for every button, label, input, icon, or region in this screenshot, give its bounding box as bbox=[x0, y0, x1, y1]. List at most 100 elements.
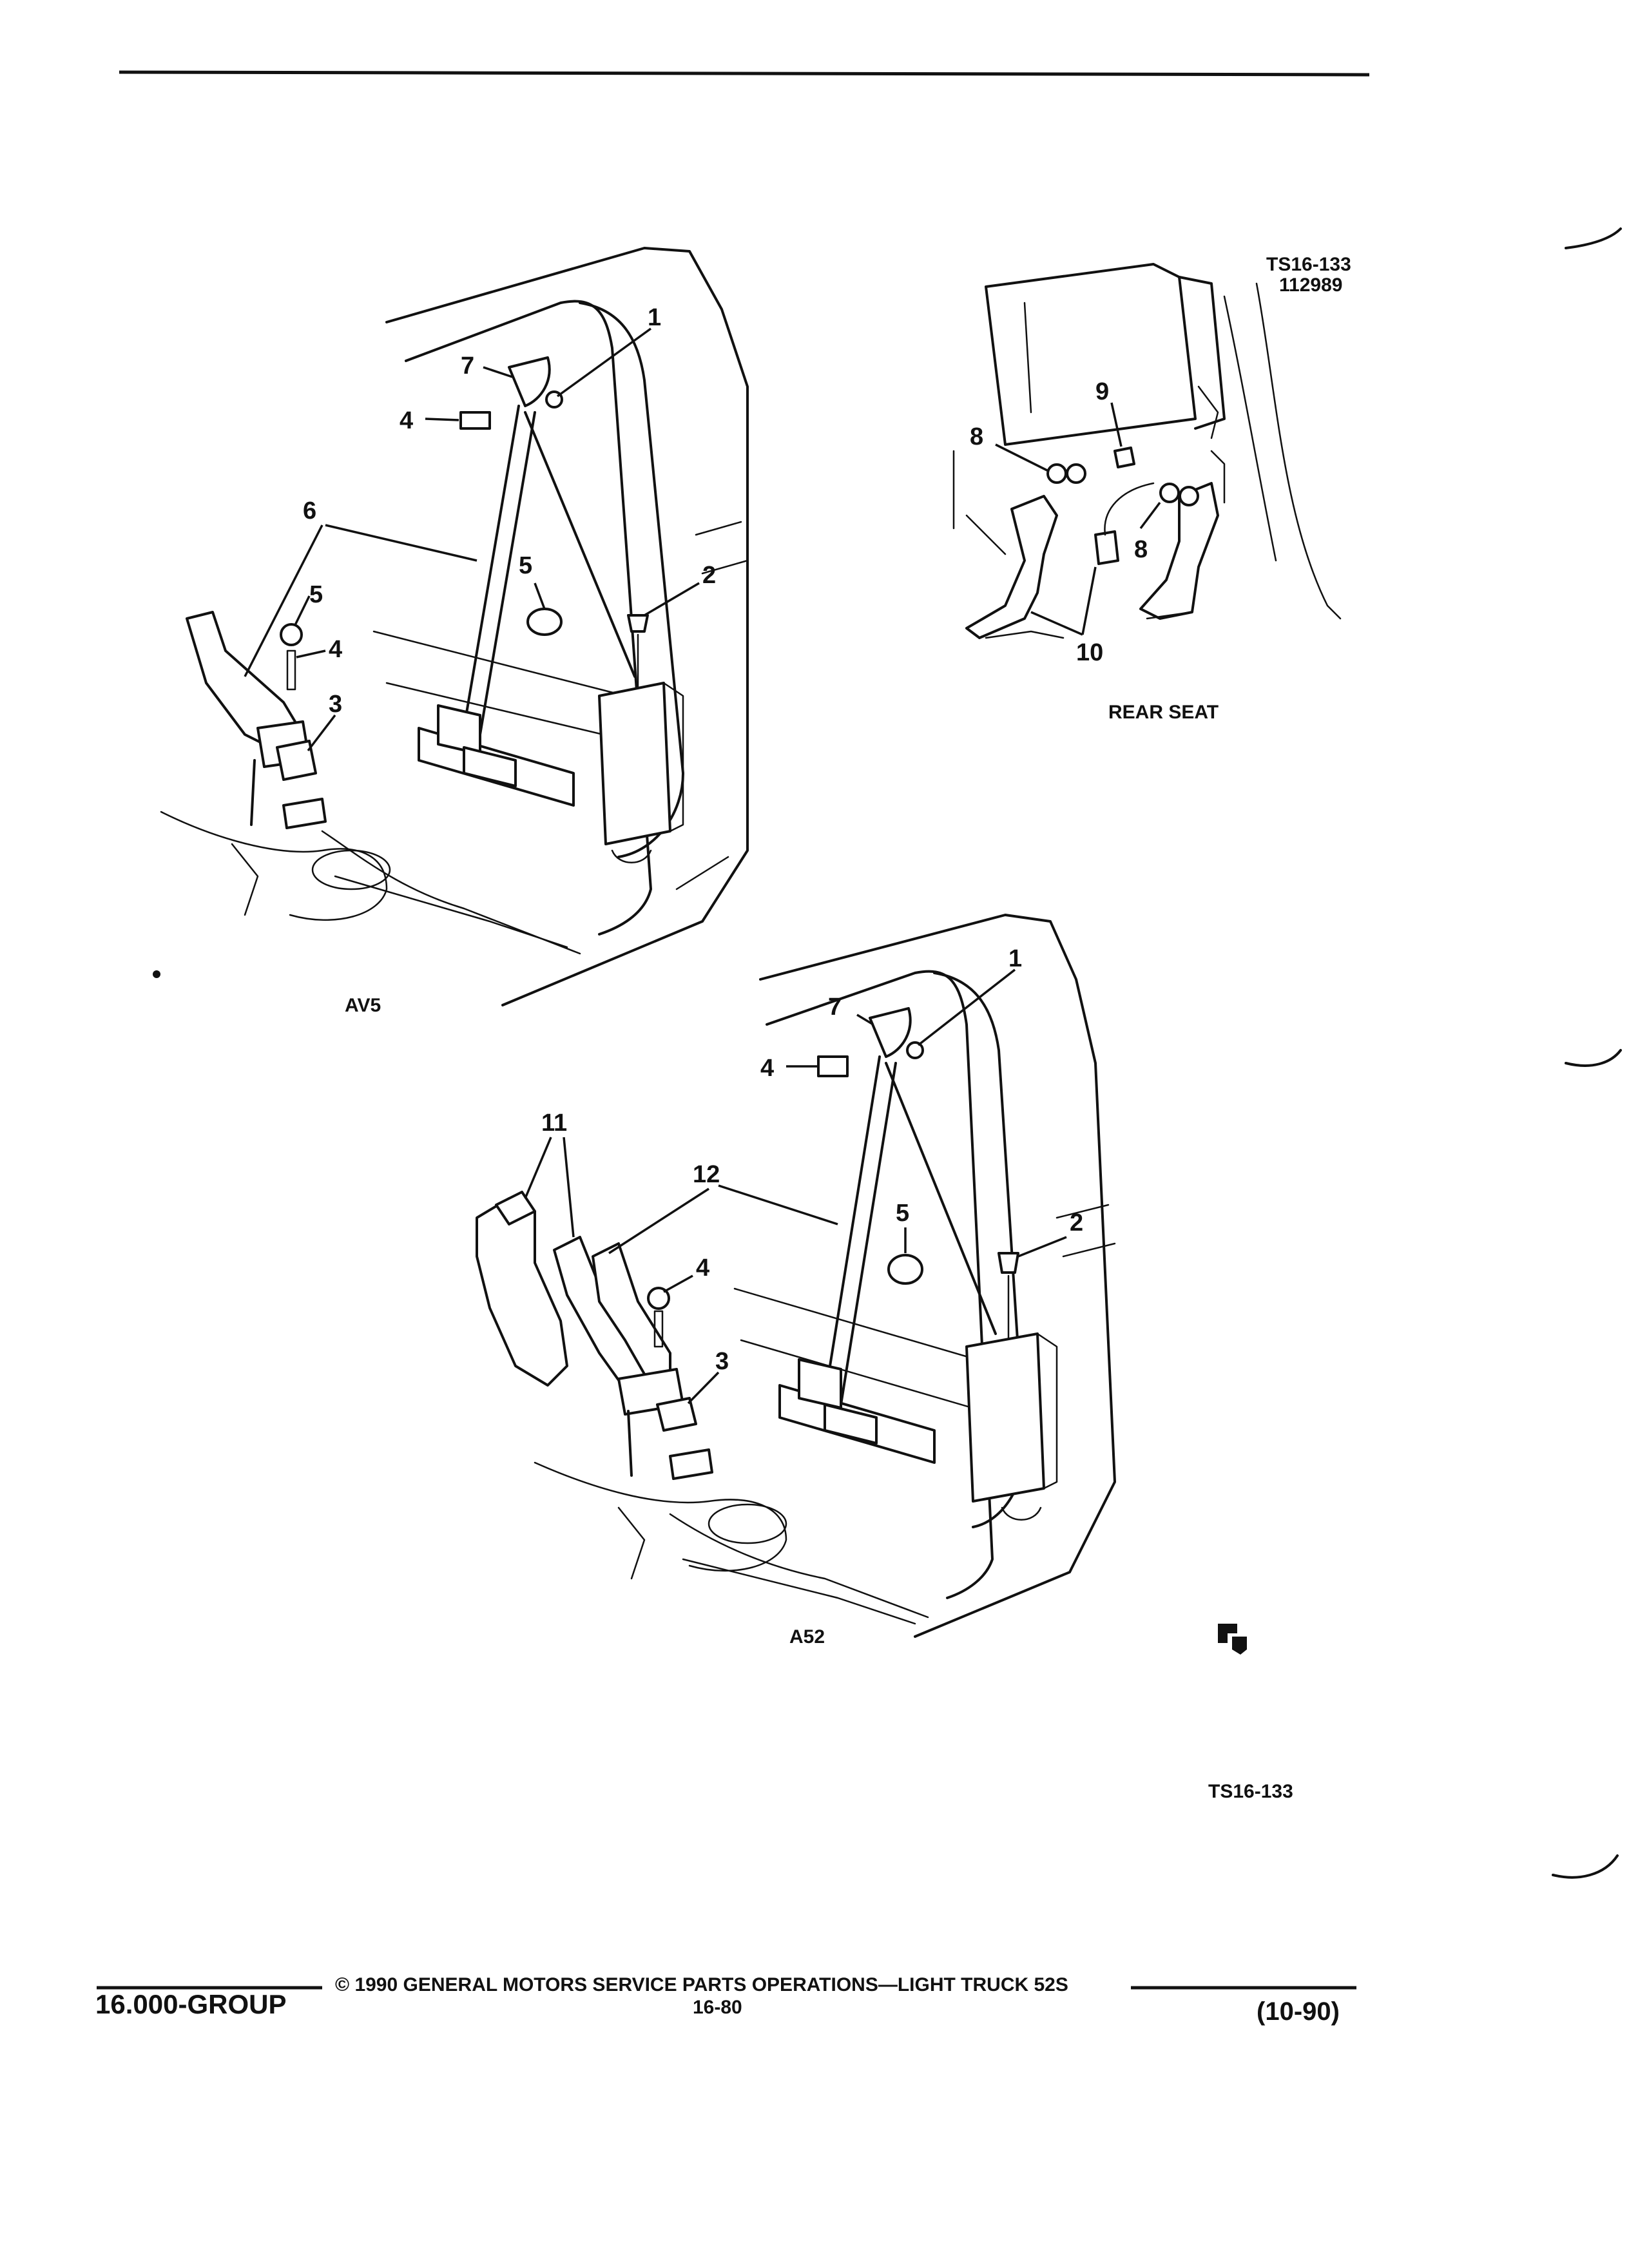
a52-buckle-11 bbox=[476, 1197, 568, 1387]
a52-bolt-stack bbox=[653, 1310, 664, 1348]
a52-floor-line-2 bbox=[682, 1558, 916, 1625]
a52-tunnel bbox=[534, 1461, 787, 1572]
av5-floor-anchor bbox=[611, 849, 652, 863]
figure-ref-date: 112989 bbox=[1279, 274, 1342, 296]
margin-dot bbox=[153, 970, 160, 978]
av5-callouts: 1 2 3 4 4 5 5 6 7 bbox=[303, 304, 716, 718]
a52-retractor bbox=[965, 1332, 1045, 1503]
av5-b-pillar bbox=[579, 302, 684, 858]
rear-callouts: 8 8 9 10 bbox=[970, 378, 1148, 666]
a52-bolt-2 bbox=[998, 1252, 1019, 1274]
rear-left-strap bbox=[965, 495, 1058, 639]
av5-shoulder-belt-edge bbox=[479, 411, 536, 736]
rear-center-buckle bbox=[1094, 530, 1119, 565]
av5-nut bbox=[280, 623, 303, 646]
av5-d-ring bbox=[508, 356, 551, 407]
footer-group: 16.000-GROUP bbox=[95, 1989, 286, 2019]
av5-bolt bbox=[459, 411, 491, 430]
av5-trim-3 bbox=[675, 856, 729, 890]
callout: 5 bbox=[309, 581, 323, 608]
callout: 5 bbox=[519, 552, 532, 579]
av5-seat-line bbox=[372, 630, 652, 704]
callout: 1 bbox=[648, 304, 661, 331]
callout: 8 bbox=[970, 423, 983, 450]
rear-washer bbox=[1046, 463, 1067, 484]
av5-caption: AV5 bbox=[345, 995, 381, 1016]
av5-anchor-plate bbox=[276, 740, 317, 781]
gm-logo-mark bbox=[1218, 1624, 1247, 1655]
a52-trim bbox=[1055, 1204, 1110, 1219]
av5-bolt-2 bbox=[627, 614, 649, 633]
av5-shoulder-belt bbox=[463, 405, 520, 729]
av5-buckle-strap bbox=[250, 759, 256, 826]
a52-spacer bbox=[906, 1041, 924, 1059]
rear-washer-3 bbox=[1159, 483, 1180, 503]
rear-floor-base bbox=[985, 630, 1065, 639]
rear-body-line-2 bbox=[1255, 282, 1342, 620]
callout: 4 bbox=[760, 1055, 774, 1082]
footer-date-code: (10-90) bbox=[1257, 1997, 1340, 2026]
callout: 7 bbox=[461, 352, 474, 380]
av5-console-edge bbox=[231, 843, 259, 916]
rear-right-strap bbox=[1139, 482, 1219, 620]
callout: 11 bbox=[541, 1110, 567, 1137]
av5-bolt-stack bbox=[286, 649, 296, 691]
rear-seat-side bbox=[1178, 276, 1226, 430]
a52-buckle-11-head bbox=[495, 1191, 536, 1225]
callout: 2 bbox=[702, 562, 716, 589]
a52-shoulder-belt bbox=[824, 1055, 881, 1399]
callout: 10 bbox=[1076, 639, 1103, 666]
rear-bolt bbox=[1113, 447, 1135, 468]
av5-floor-line bbox=[321, 830, 581, 955]
a52-grommet bbox=[887, 1254, 923, 1285]
a52-floor-line bbox=[669, 1513, 929, 1619]
av5-retractor-side bbox=[662, 682, 684, 832]
callout: 4 bbox=[400, 407, 413, 434]
callout: 6 bbox=[303, 497, 316, 524]
rear-hinge-2 bbox=[1210, 450, 1226, 504]
a52-cab-outline bbox=[759, 914, 1116, 1638]
rear-body-line bbox=[1223, 295, 1277, 562]
margin-mark bbox=[1565, 227, 1622, 249]
a52-bolt bbox=[817, 1055, 849, 1077]
a52-caption: A52 bbox=[789, 1626, 825, 1648]
callout: 9 bbox=[1095, 378, 1109, 405]
rear-washer-4 bbox=[1179, 486, 1199, 506]
a52-b-pillar bbox=[933, 972, 1026, 1528]
a52-belt-tag-2 bbox=[824, 1403, 878, 1445]
av5-belt-diagonal bbox=[524, 411, 636, 678]
top-rule bbox=[119, 70, 1370, 77]
callout: 8 bbox=[1134, 536, 1148, 563]
rear-seat-seam bbox=[1023, 302, 1032, 414]
av5-belt-tag bbox=[437, 704, 481, 755]
margin-mark-2 bbox=[1565, 1049, 1622, 1067]
a52-door-frame bbox=[766, 970, 994, 1599]
av5-view bbox=[160, 247, 749, 1006]
rear-seat-back bbox=[985, 263, 1197, 446]
rear-washer-2 bbox=[1066, 463, 1086, 484]
a52-console-edge bbox=[617, 1506, 646, 1580]
callout: 4 bbox=[329, 636, 342, 663]
a52-trim-2 bbox=[1062, 1242, 1116, 1258]
av5-floor-bracket bbox=[282, 798, 327, 829]
a52-callouts: 1 2 3 4 4 5 7 11 12 bbox=[541, 945, 1083, 1375]
rear-floor-base-2 bbox=[1146, 611, 1193, 620]
a52-view bbox=[476, 914, 1116, 1638]
a52-seat-line-2 bbox=[740, 1339, 1007, 1419]
footer-page-number: 16-80 bbox=[693, 1997, 742, 2018]
rear-seat-caption: REAR SEAT bbox=[1108, 702, 1219, 723]
footer-copyright: © 1990 GENERAL MOTORS SERVICE PARTS OPER… bbox=[335, 1974, 1068, 1995]
callout: 4 bbox=[696, 1254, 709, 1282]
callout: 7 bbox=[828, 994, 842, 1021]
callout: 12 bbox=[693, 1161, 720, 1188]
a52-seat-line bbox=[733, 1287, 1000, 1367]
av5-tunnel bbox=[160, 811, 388, 921]
rear-seat-view bbox=[952, 263, 1342, 639]
av5-belt-tag-2 bbox=[463, 746, 517, 787]
a52-anchor-plate bbox=[656, 1397, 697, 1432]
a52-shoulder-belt-edge bbox=[840, 1062, 897, 1406]
callout: 5 bbox=[896, 1200, 909, 1227]
callout: 3 bbox=[715, 1348, 729, 1375]
